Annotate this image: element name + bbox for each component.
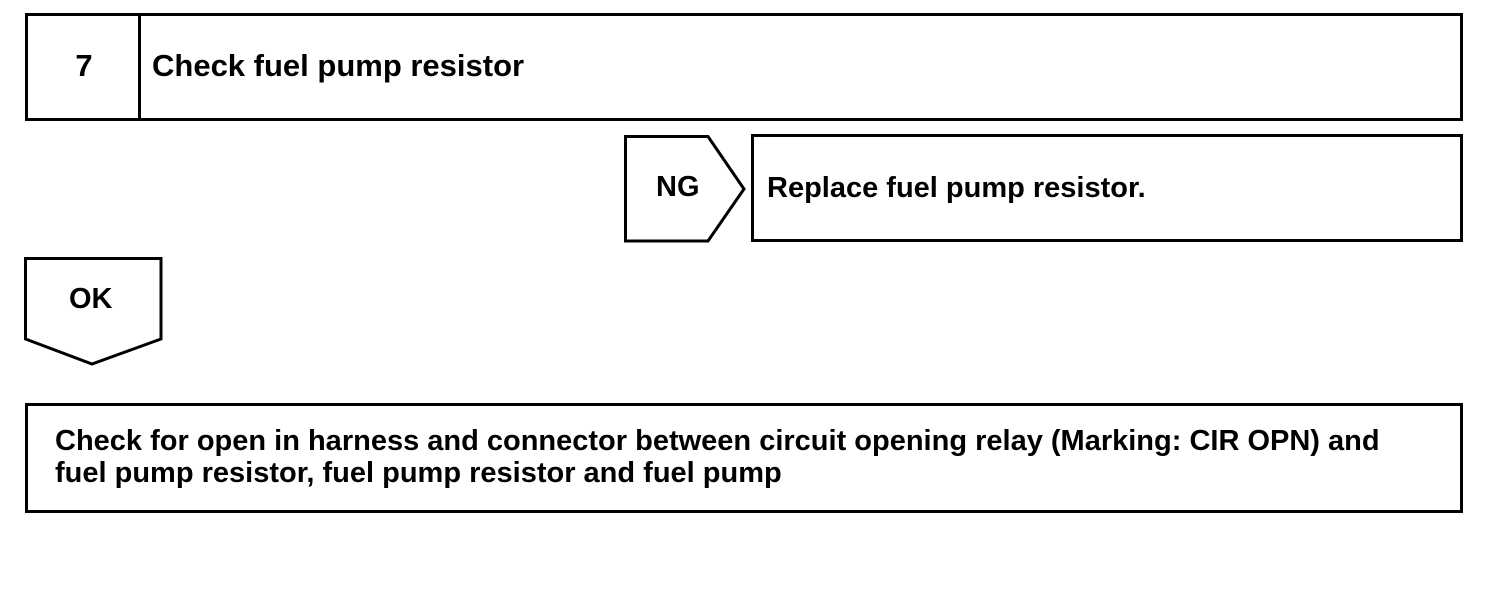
ng-arrow-shape [624, 135, 746, 243]
next-step-box [25, 403, 1463, 513]
next-step-line-2: fuel pump resistor, fuel pump resistor a… [55, 457, 782, 489]
ng-action-box [751, 134, 1463, 242]
ok-arrow-shape [24, 257, 163, 366]
step-header-box [25, 13, 1463, 121]
step-number-divider [138, 13, 141, 121]
ok-label: OK [69, 283, 113, 315]
ng-label: NG [656, 171, 700, 203]
step-number: 7 [75, 48, 93, 83]
ng-action-text: Replace fuel pump resistor. [767, 172, 1146, 204]
next-step-line-1: Check for open in harness and connector … [55, 425, 1380, 457]
step-title: Check fuel pump resistor [152, 48, 525, 83]
